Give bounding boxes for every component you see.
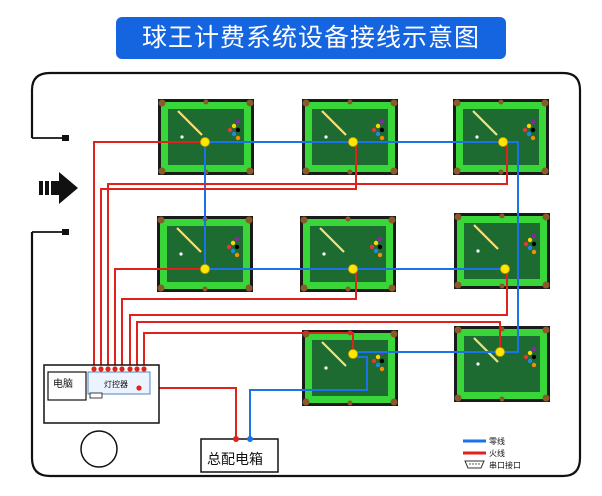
pool-table xyxy=(451,97,551,177)
pool-table xyxy=(298,214,398,294)
computer-label: 电脑 xyxy=(53,377,73,390)
light-controller-label: 灯控器 xyxy=(104,379,128,389)
pillar xyxy=(80,430,118,468)
legend: 零线 火线 串口接口 xyxy=(463,436,521,470)
pool-table xyxy=(452,324,552,404)
power-box xyxy=(200,438,279,473)
room-outline xyxy=(30,71,582,478)
entry-connector-top xyxy=(62,135,69,141)
pool-table xyxy=(452,211,552,291)
serial-port-icon xyxy=(89,392,103,399)
entry-connector-bottom xyxy=(62,229,69,235)
junction-nodes xyxy=(200,137,510,359)
legend-label-serial: 串口接口 xyxy=(489,460,521,470)
pool-table xyxy=(300,328,400,408)
power-box-live-terminal xyxy=(233,436,239,442)
computer-icon xyxy=(47,371,87,401)
entry-arrow-icon xyxy=(39,172,78,204)
legend-label-neutral: 零线 xyxy=(489,436,505,446)
legend-label-live: 火线 xyxy=(489,448,505,458)
controller-terminals xyxy=(91,366,147,391)
power-box-neutral-terminal xyxy=(247,436,253,442)
pool-table xyxy=(300,97,400,177)
power-box-label: 总配电箱 xyxy=(207,452,263,468)
serial-port-icon xyxy=(464,460,485,469)
diagram-title: 球王计费系统设备接线示意图 xyxy=(116,17,506,59)
live-wires xyxy=(93,141,508,443)
light-controller xyxy=(87,371,151,395)
